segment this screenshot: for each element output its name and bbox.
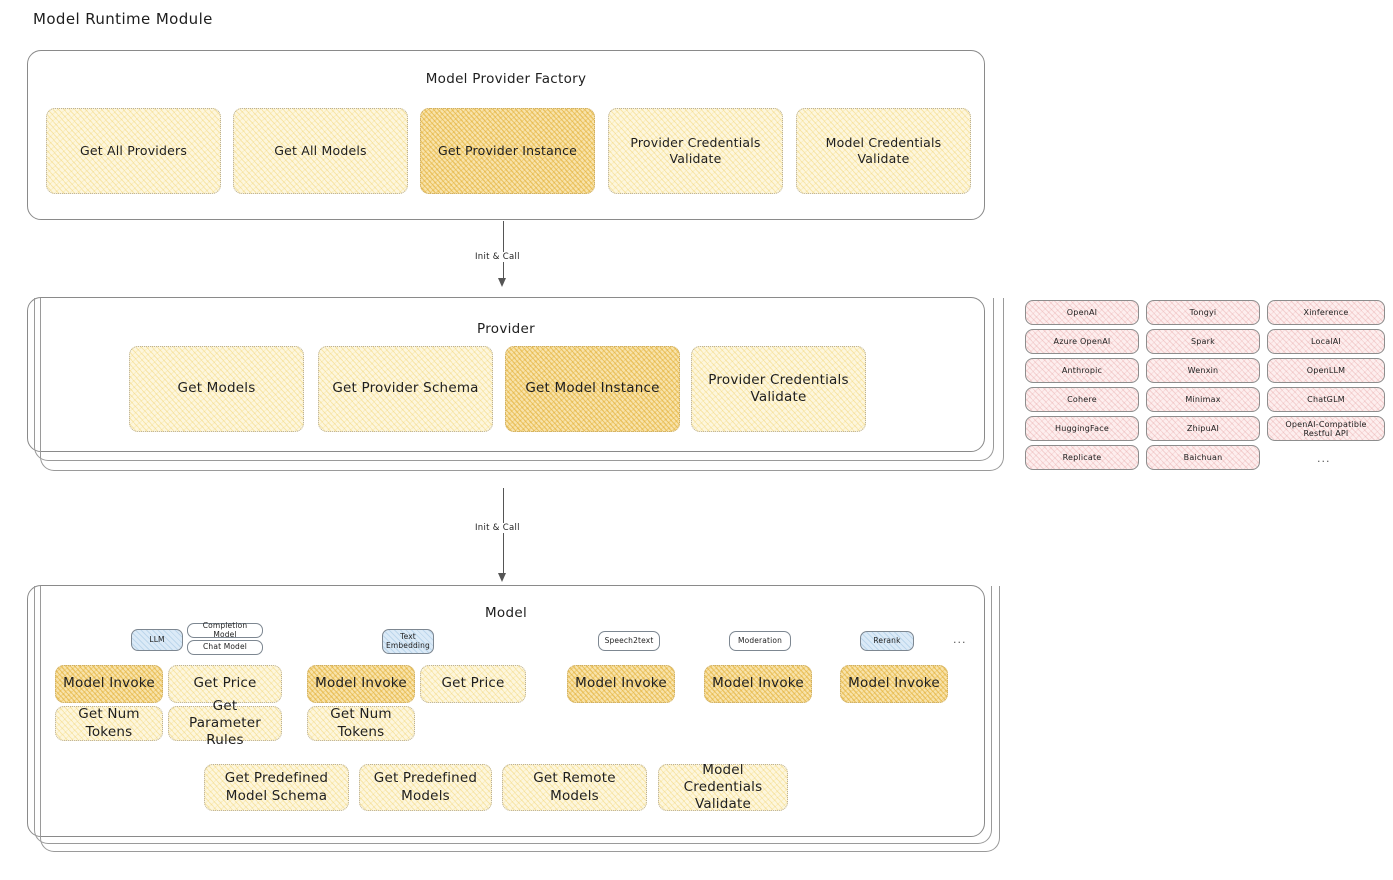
model-card: Model LLM Completion Model Chat Model Mo… (27, 585, 1000, 852)
provider-card: Provider Get Models Get Provider Schema … (27, 297, 1004, 471)
provider-pill-cohere[interactable]: Cohere (1025, 387, 1139, 412)
factory-node-get-all-providers[interactable]: Get All Providers (46, 108, 221, 194)
arrow-provider-to-model-label: Init & Call (472, 523, 523, 533)
model-type-chip-text-embedding[interactable]: Text Embedding (382, 629, 434, 654)
model-shared-method-model-credentials-validate[interactable]: Model Credentials Validate (658, 762, 788, 812)
model-method-llm-model-invoke[interactable]: Model Invoke (55, 665, 163, 703)
provider-pill-tongyi[interactable]: Tongyi (1146, 300, 1260, 325)
model-method-text-embedding-get-num-tokens[interactable]: Get Num Tokens (307, 706, 415, 741)
model-provider-factory-title: Model Provider Factory (425, 71, 587, 87)
model-shared-method-get-predefined-models[interactable]: Get Predefined Models (359, 764, 492, 811)
provider-pill-xinference[interactable]: Xinference (1267, 300, 1385, 325)
provider-pill-azure-openai[interactable]: Azure OpenAI (1025, 329, 1139, 354)
model-shared-method-get-predefined-model-schema[interactable]: Get Predefined Model Schema (204, 764, 349, 811)
model-subchip-completion-model[interactable]: Completion Model (187, 621, 263, 638)
provider-list-more-ellipsis: ... (1317, 452, 1331, 465)
model-type-chip-moderation[interactable]: Moderation (729, 631, 791, 651)
provider-pill-minimax[interactable]: Minimax (1146, 387, 1260, 412)
provider-node-get-provider-schema[interactable]: Get Provider Schema (318, 346, 493, 432)
provider-pill-openllm[interactable]: OpenLLM (1267, 358, 1385, 383)
arrow-provider-to-model-head (498, 573, 506, 582)
model-provider-factory-card: Model Provider Factory Get All Providers… (27, 50, 985, 220)
model-method-speech2text-model-invoke[interactable]: Model Invoke (567, 665, 675, 703)
model-card-stack-layer-1 (34, 586, 992, 844)
model-method-llm-get-price[interactable]: Get Price (168, 665, 282, 703)
provider-pill-spark[interactable]: Spark (1146, 329, 1260, 354)
arrow-factory-to-provider-head (498, 278, 506, 287)
provider-pill-openai[interactable]: OpenAI (1025, 300, 1139, 325)
model-method-text-embedding-model-invoke[interactable]: Model Invoke (307, 665, 415, 703)
model-shared-method-get-remote-models[interactable]: Get Remote Models (502, 764, 647, 811)
model-type-chip-llm[interactable]: LLM (131, 629, 183, 651)
page-title: Model Runtime Module (33, 10, 213, 28)
provider-pill-baichuan[interactable]: Baichuan (1146, 445, 1260, 470)
factory-node-get-provider-instance[interactable]: Get Provider Instance (420, 108, 595, 194)
provider-pill-openai-compatible-restful-api[interactable]: OpenAI-Compatible Restful API (1267, 416, 1385, 441)
provider-pill-localai[interactable]: LocalAI (1267, 329, 1385, 354)
model-card-stack-layer-2 (40, 586, 1000, 852)
provider-node-get-models[interactable]: Get Models (129, 346, 304, 432)
arrow-factory-to-provider-label: Init & Call (472, 252, 523, 262)
provider-pill-chatglm[interactable]: ChatGLM (1267, 387, 1385, 412)
provider-title: Provider (477, 321, 535, 337)
provider-node-get-model-instance[interactable]: Get Model Instance (505, 346, 680, 432)
provider-node-provider-credentials-validate[interactable]: Provider Credentials Validate (691, 346, 866, 432)
model-method-llm-get-parameter-rules[interactable]: Get Parameter Rules (168, 698, 282, 748)
provider-pill-wenxin[interactable]: Wenxin (1146, 358, 1260, 383)
provider-card-stack-layer-1 (34, 298, 994, 461)
provider-pill-huggingface[interactable]: HuggingFace (1025, 416, 1139, 441)
model-method-rerank-model-invoke[interactable]: Model Invoke (840, 665, 948, 703)
provider-card-stack-layer-2 (40, 298, 1004, 471)
arrow-factory-to-provider-line (503, 221, 505, 281)
model-type-chip-speech2text[interactable]: Speech2text (598, 631, 660, 651)
provider-pill-replicate[interactable]: Replicate (1025, 445, 1139, 470)
model-title: Model (484, 605, 528, 621)
factory-node-get-all-models[interactable]: Get All Models (233, 108, 408, 194)
model-types-more-ellipsis: ... (953, 633, 967, 646)
model-method-text-embedding-get-price[interactable]: Get Price (420, 665, 526, 703)
factory-node-provider-credentials-validate[interactable]: Provider Credentials Validate (608, 108, 783, 194)
model-method-moderation-model-invoke[interactable]: Model Invoke (704, 665, 812, 703)
model-subchip-chat-model[interactable]: Chat Model (187, 640, 263, 655)
provider-pill-zhipuai[interactable]: ZhipuAI (1146, 416, 1260, 441)
model-type-chip-rerank[interactable]: Rerank (860, 631, 914, 651)
factory-node-model-credentials-validate[interactable]: Model Credentials Validate (796, 108, 971, 194)
provider-pill-anthropic[interactable]: Anthropic (1025, 358, 1139, 383)
provider-list: OpenAI Azure OpenAI Anthropic Cohere Hug… (1025, 300, 1385, 475)
model-method-llm-get-num-tokens[interactable]: Get Num Tokens (55, 706, 163, 741)
